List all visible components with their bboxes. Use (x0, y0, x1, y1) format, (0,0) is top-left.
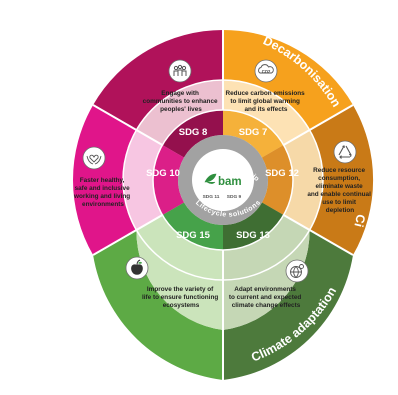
recycle-icon (333, 140, 357, 164)
climate-adaptation-outer-segment (223, 230, 353, 380)
apple-globe-icon (125, 256, 149, 280)
sdg-13-segment (223, 202, 284, 250)
sdg-7-segment (223, 110, 284, 158)
sdg-7-label: SDG 7 (239, 127, 268, 138)
svg-text:CO2: CO2 (262, 69, 271, 74)
health-description: Faster healthy, safe and inclusive worki… (73, 177, 132, 208)
sdg-10-segment (153, 145, 184, 215)
bam-logo: bam (204, 173, 242, 188)
social-impact-description: Engage with communities to enhance peopl… (143, 90, 220, 113)
sdg-8-label: SDG 8 (179, 127, 208, 138)
resource-label: Ci (351, 213, 367, 228)
bam-leaf-icon (204, 173, 217, 184)
health-outer-segment (73, 105, 137, 255)
sdg-12-label: SDG 12 (265, 168, 299, 179)
brand-name: bam (218, 176, 242, 188)
sdg-8-segment (162, 110, 223, 158)
biodiversity-outer-segment (93, 230, 223, 380)
sdg-13-label: SDG 13 (236, 230, 270, 241)
decarbonisation-outer-segment (223, 29, 353, 130)
social-impact-outer-segment (93, 30, 223, 130)
health-safety-wellbeing-label: Health, safety and wellbeing (25, 89, 73, 258)
biodiversity-description: Improve the variety of life to ensure fu… (142, 286, 220, 309)
sdg-11-core-label: SDG 11 (203, 194, 220, 200)
sdg-10-label: SDG 10 (146, 168, 180, 179)
core-center (192, 149, 254, 211)
segment-dividers (92, 30, 354, 380)
co2-icon: CO2 (254, 59, 278, 83)
people-icon (168, 59, 192, 83)
globe-weather-icon (285, 259, 309, 283)
sdg-15-label: SDG 15 (176, 230, 211, 241)
climate-adaptation-description: Adapt environments to current and expect… (229, 286, 303, 309)
sdg-9-core-label: SDG 9 (227, 194, 242, 200)
sdg-12-segment (262, 145, 293, 215)
resource-description: Reduce resource consumption, eliminate w… (307, 167, 372, 214)
hands-heart-icon (82, 146, 106, 170)
ring-separators (122, 79, 324, 281)
sdg-15-segment (162, 202, 223, 250)
decarbonisation-description: Reduce carbon emissions to limit global … (226, 90, 307, 113)
resource-outer-segment (309, 105, 374, 255)
